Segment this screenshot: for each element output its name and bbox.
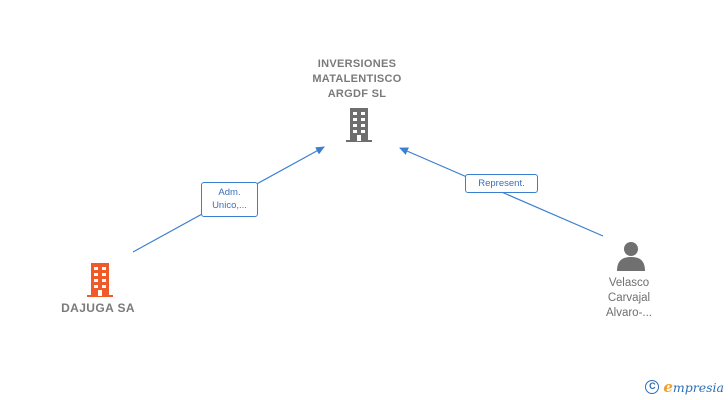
brand-initial: e: [663, 378, 673, 396]
left-company-label-line: DAJUGA SA: [61, 301, 135, 315]
person-label-line: Carvajal: [607, 292, 651, 304]
edge-label-represent[interactable]: Represent.: [465, 174, 538, 193]
footer-brand: C empresia: [645, 378, 724, 396]
main-company-label[interactable]: INVERSIONES MATALENTISCO ARGDF SL: [284, 57, 430, 102]
brand-logo: empresia: [663, 378, 724, 396]
brand-rest: mpresia: [672, 380, 724, 395]
main-company-label-line: MATALENTISCO: [312, 73, 402, 85]
person-label-line: Alvaro-...: [605, 307, 652, 319]
person-label-line: Velasco: [608, 277, 650, 289]
edge-label-adm-unico[interactable]: Adm. Unico,...: [201, 182, 258, 217]
person-icon[interactable]: [617, 242, 645, 271]
left-company-label[interactable]: DAJUGA SA: [40, 301, 156, 316]
person-label[interactable]: Velasco Carvajal Alvaro-...: [570, 276, 688, 321]
edge-label-line: Unico,...: [212, 200, 247, 211]
building-icon[interactable]: [344, 108, 374, 142]
edge-label-line: Adm.: [218, 187, 241, 198]
copyright-icon: C: [645, 380, 660, 394]
edge-label-line: Represent.: [478, 178, 525, 189]
building-icon[interactable]: [87, 263, 113, 297]
main-company-label-line: INVERSIONES: [317, 58, 397, 70]
main-company-label-line: ARGDF SL: [327, 88, 387, 100]
